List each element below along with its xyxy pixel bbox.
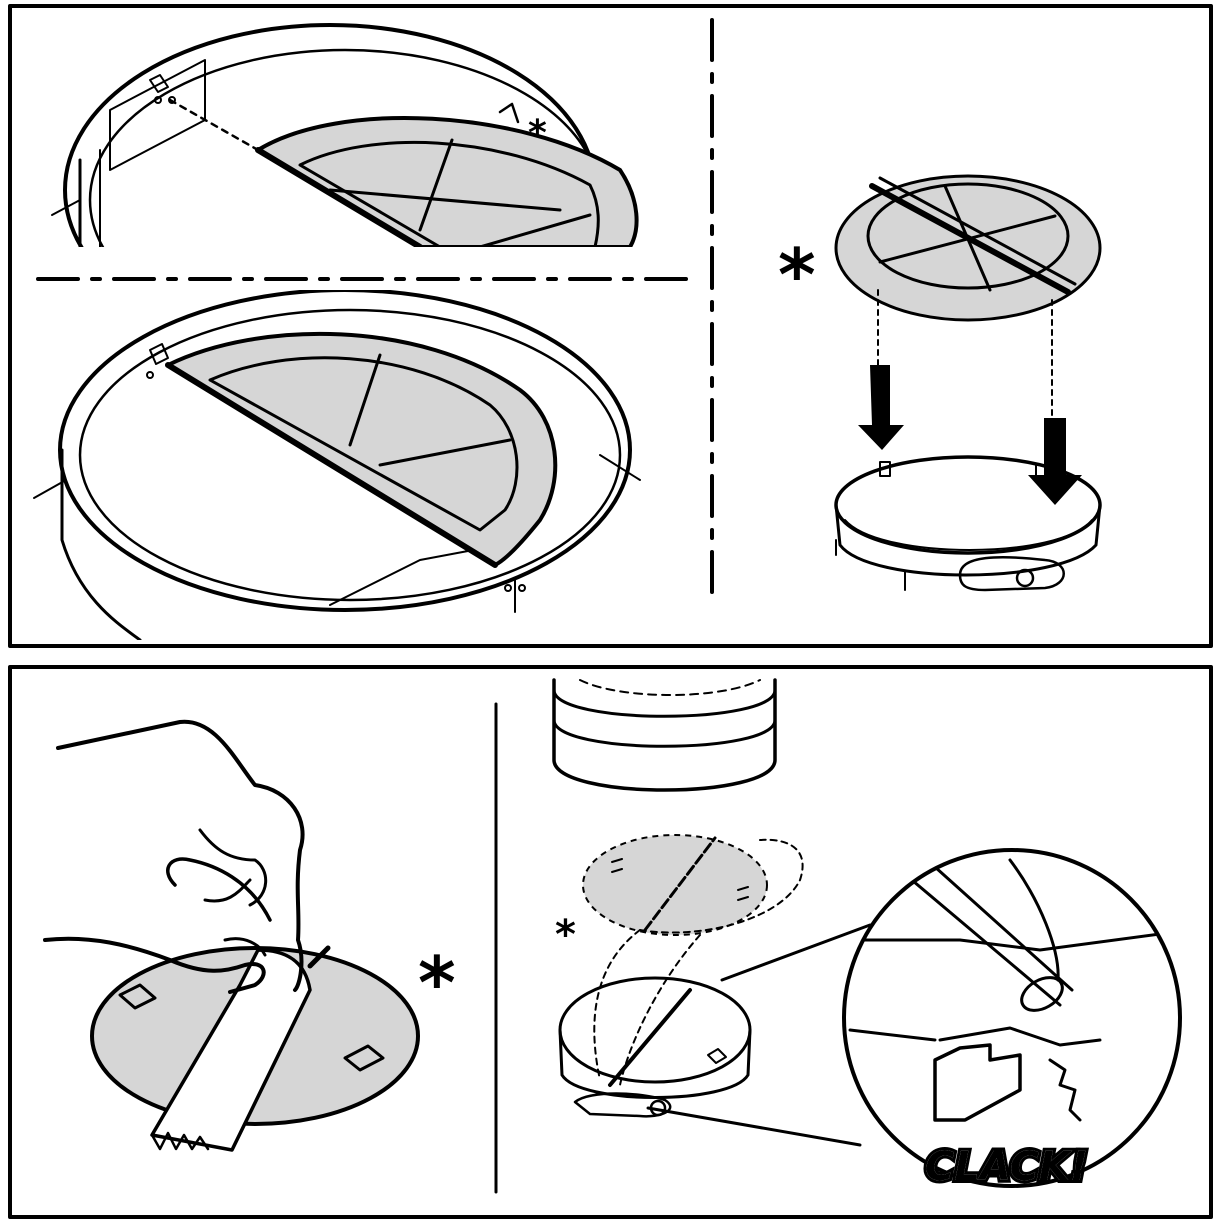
ring-tab <box>149 343 169 365</box>
filter-mesh-frame <box>208 356 519 532</box>
clack-label-outline: CLACK! <box>925 1144 1088 1190</box>
filter-rib <box>418 138 454 232</box>
upper-hand-finger <box>203 878 252 903</box>
step3-filter-drop: * <box>778 174 1102 592</box>
filter-ghost-hinge <box>643 836 717 932</box>
lower-hand-finger <box>223 937 267 957</box>
zoom-clip-snap <box>1048 1058 1082 1122</box>
asterisk-marker-step1: * <box>528 113 547 154</box>
zoom-detail <box>844 850 1180 1186</box>
ring-base-edge <box>51 199 81 216</box>
ring-inner-edge <box>78 308 622 602</box>
ring-hole <box>518 584 526 592</box>
half-filter <box>256 116 639 247</box>
exhaust-duct <box>552 678 777 792</box>
half-filter <box>166 331 558 567</box>
ring-outer-edge <box>58 290 632 612</box>
ring-latch-knob <box>1015 568 1035 588</box>
filter-hinge-bar <box>165 362 498 568</box>
upper-hand-thumb <box>166 857 272 922</box>
top-panel-frame <box>8 4 1213 648</box>
bottom-panel-frame <box>8 665 1213 1219</box>
ring-tab <box>879 461 891 477</box>
filter-mesh-frame <box>866 182 1070 290</box>
zoom-callout-line-top <box>720 923 872 982</box>
ring-latch-slot <box>573 1092 672 1118</box>
filter-rib <box>878 214 1057 264</box>
ring-tab <box>1035 464 1047 480</box>
step4-remove-film: * <box>43 719 456 1152</box>
adapter-ring-wall <box>834 503 1102 577</box>
upper-hand-knuckle <box>198 828 268 907</box>
ring-hole <box>146 371 154 379</box>
top-panel <box>8 4 1213 648</box>
lower-hand-outline <box>43 936 266 994</box>
step2-filter-seated <box>33 290 641 640</box>
filter-rib <box>378 438 512 467</box>
filter-clip-slot <box>118 983 157 1010</box>
ring-base-edge <box>33 479 67 499</box>
alignment-guide <box>168 98 260 152</box>
upper-hand-outline <box>56 719 305 992</box>
zoom-ring-edge-left <box>848 1028 937 1042</box>
down-arrow-left-icon <box>858 365 904 450</box>
zoom-callout-line-bottom <box>646 1106 862 1147</box>
adapter-ring-inner <box>844 519 1093 551</box>
ring-hole <box>504 584 512 592</box>
asterisk-marker-step5: * <box>555 912 576 958</box>
filter-ghost <box>582 834 768 936</box>
asterisk-marker-step4: * <box>418 941 456 1025</box>
ring-latch-slot <box>958 556 1065 592</box>
ring-tab <box>149 74 169 93</box>
zoom-ring-edge <box>938 1026 1102 1047</box>
filter-rib <box>478 213 592 247</box>
filter-clip-slot <box>343 1044 385 1072</box>
round-filter <box>834 174 1102 322</box>
zoom-clip-hook <box>933 1043 1022 1122</box>
filter-hinge-bar <box>255 147 423 247</box>
zoom-rod-end <box>1020 976 1064 1012</box>
filter-clip-slot <box>707 1048 727 1064</box>
filter-rib <box>328 188 562 212</box>
filter-hinge-bar <box>608 988 692 1087</box>
filter-ghost-swing-path <box>639 838 804 934</box>
swing-guide-right <box>619 934 701 1086</box>
zoom-hinge-rod-highlight <box>1008 858 1060 982</box>
zoom-callout-circle <box>842 848 1182 1188</box>
bottom-panel <box>8 665 1213 1219</box>
filter-mesh-frame <box>298 140 600 247</box>
filter-hinge-pin <box>307 945 331 969</box>
adapter-ring-wall <box>558 1028 752 1099</box>
ring-base-edge <box>599 454 641 481</box>
filter-hinge-bar-edge <box>878 176 1077 286</box>
ring-wall-left <box>60 448 142 640</box>
down-arrow-right-icon <box>1028 418 1082 505</box>
filter-ghost-clips <box>611 858 749 901</box>
filter-rib <box>348 353 382 447</box>
step1-filter-alignment: * <box>51 23 639 247</box>
clack-label: CLACK! <box>925 1144 1088 1190</box>
ring-clip <box>498 102 520 124</box>
film-torn-edge <box>150 1131 210 1151</box>
asterisk-marker-step3: * <box>778 233 816 317</box>
ring-hole <box>154 96 162 104</box>
swing-guide-left <box>593 929 641 1081</box>
step5-clip-filter: * CLACK! CLACK! <box>552 678 1182 1193</box>
zoom-plate-edge <box>858 928 1180 952</box>
